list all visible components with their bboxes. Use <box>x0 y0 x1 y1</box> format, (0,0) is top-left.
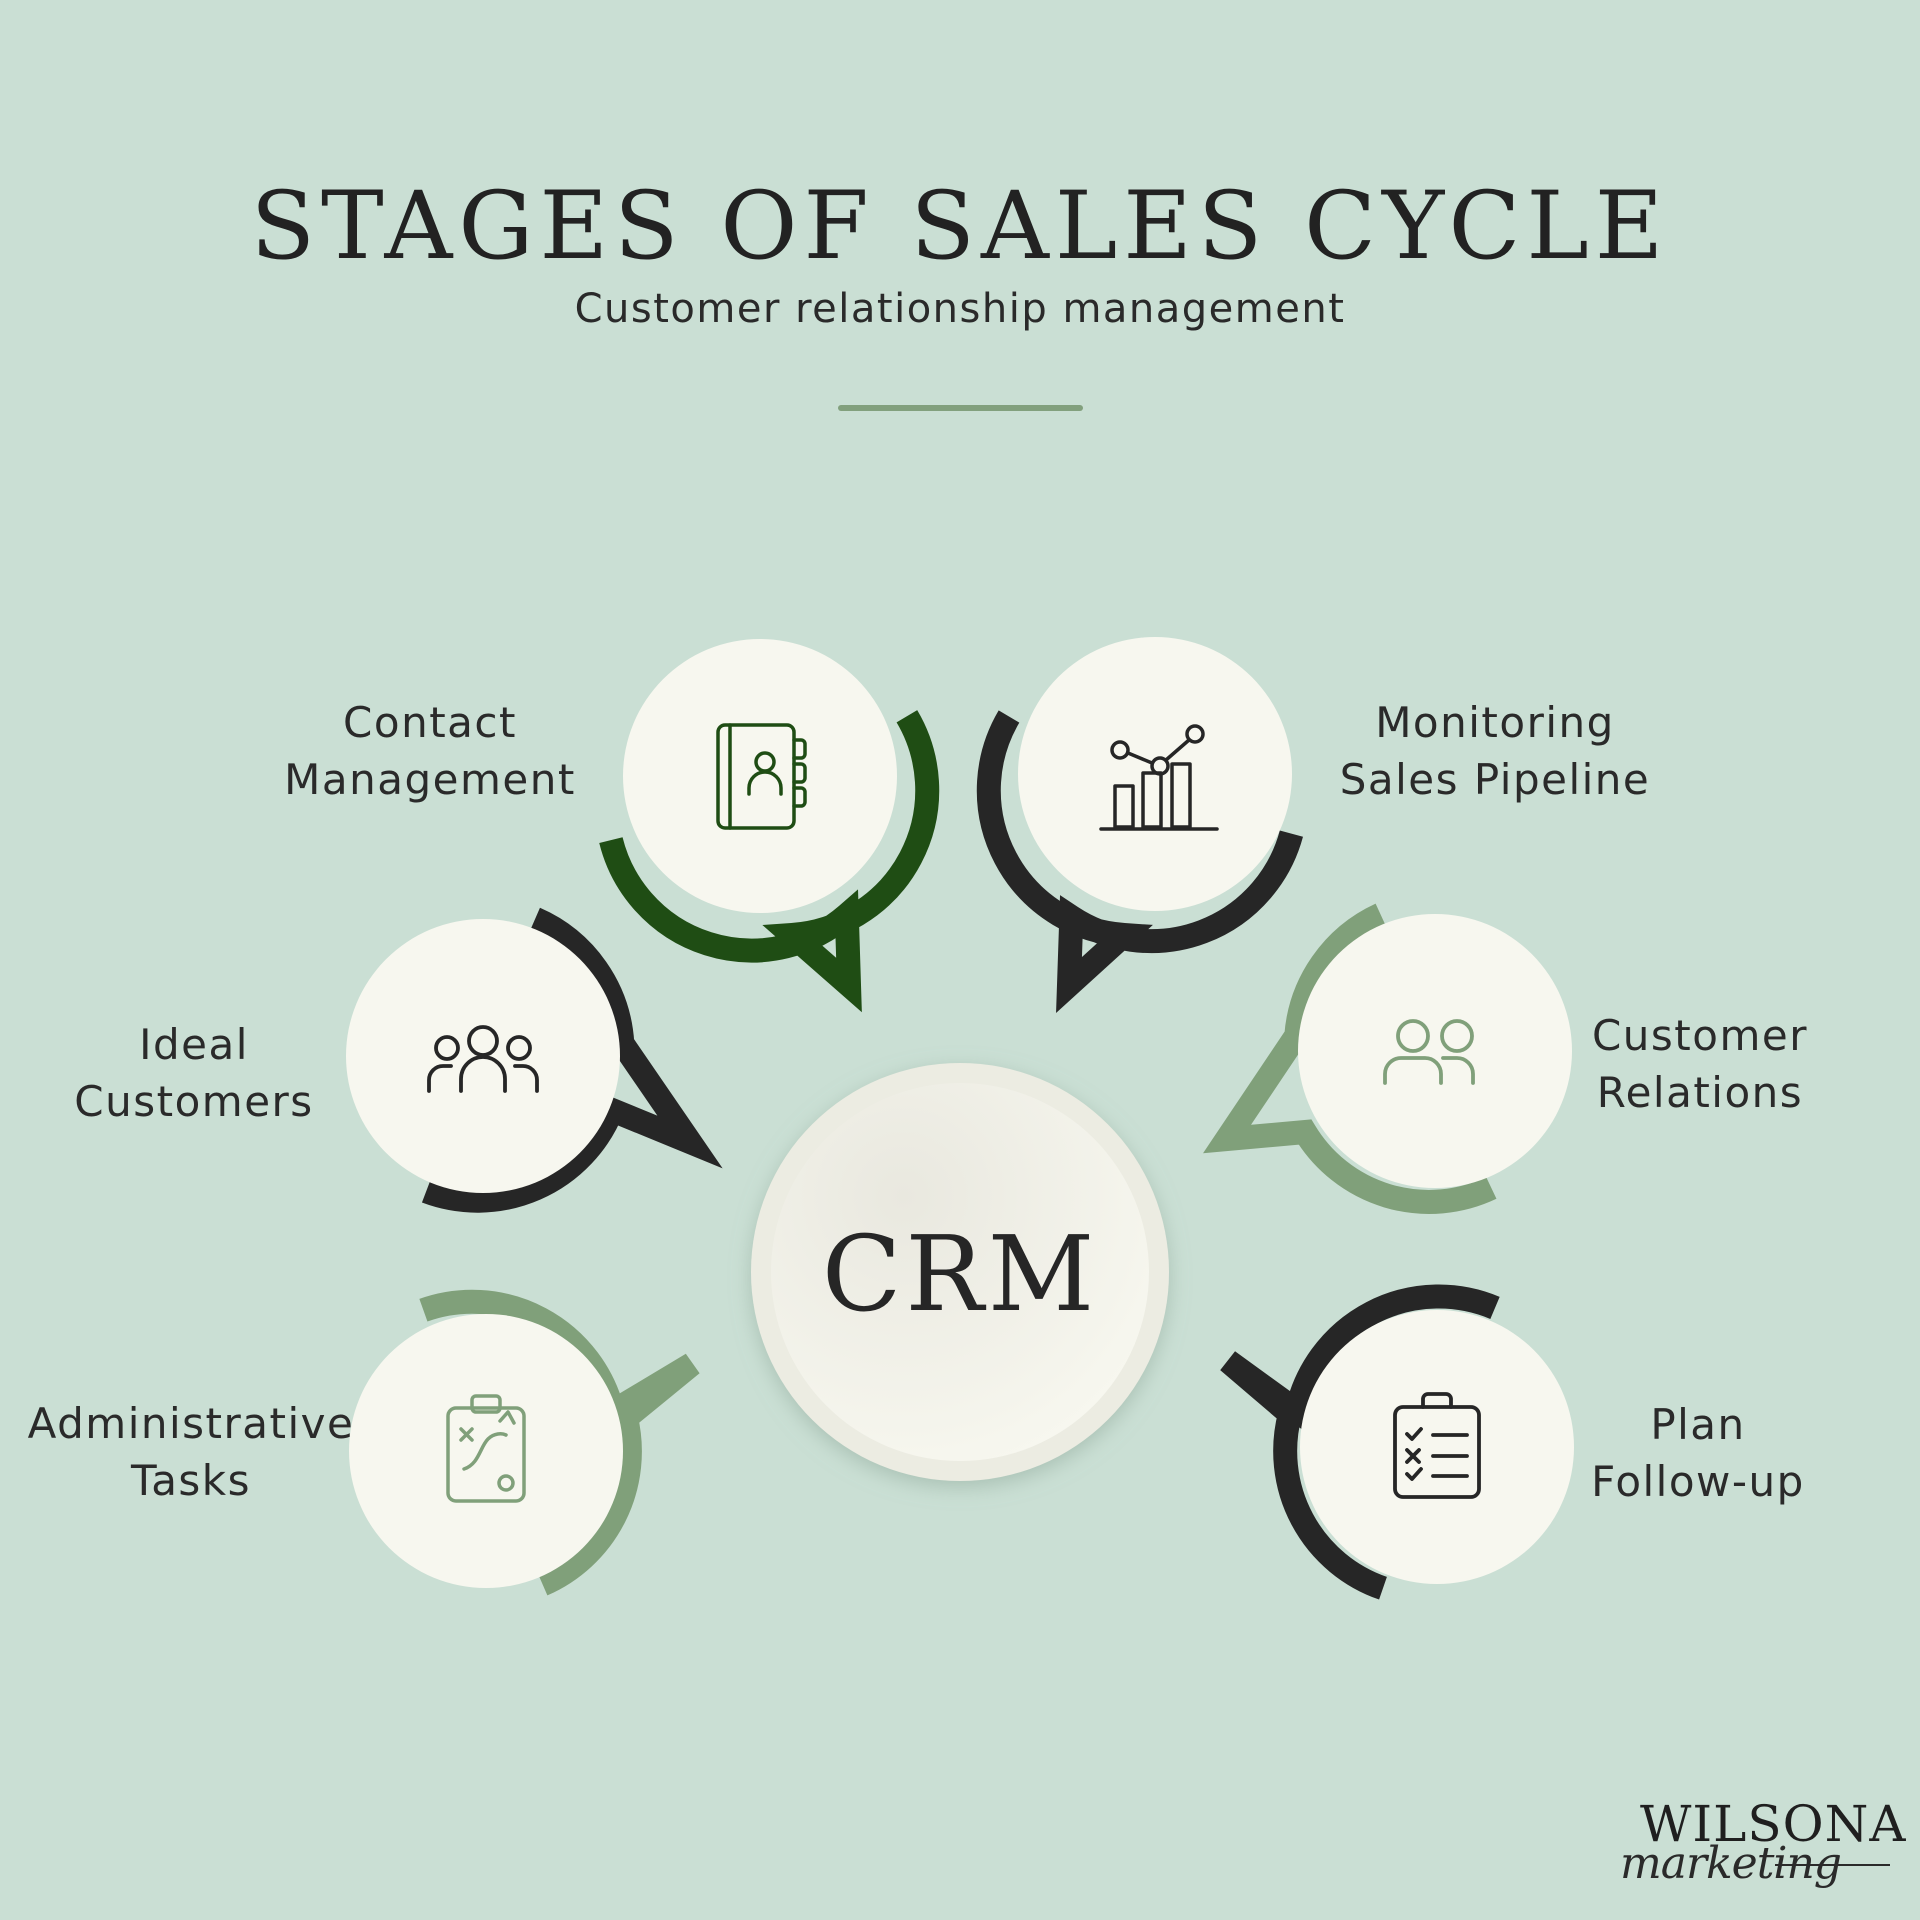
stage-plan-follow-up <box>1220 1284 1574 1600</box>
stage-circle <box>1298 914 1572 1188</box>
stage-circle <box>349 1314 623 1588</box>
checklist-clipboard-icon <box>1393 1392 1481 1499</box>
address-book-icon <box>716 723 807 830</box>
stage-administrative-tasks <box>349 1289 700 1596</box>
page-subtitle: Customer relationship management <box>574 286 1346 332</box>
crm-label: CRM <box>822 1213 1098 1335</box>
stage-ring <box>1220 1284 1500 1600</box>
stage-ring <box>976 710 1303 1013</box>
page-title: STAGES OF SALES CYCLE <box>250 172 1670 281</box>
strategy-clipboard-icon <box>446 1394 526 1503</box>
stage-ideal-customers <box>346 907 723 1213</box>
people-group-icon <box>427 1025 539 1093</box>
logo-script: marketing <box>1620 1838 1842 1889</box>
title-divider <box>838 405 1083 411</box>
line-bar-chart-icon <box>1099 724 1219 831</box>
crm-center: CRM <box>751 1063 1169 1481</box>
logo-word: WILSONA <box>1640 1795 1907 1853</box>
two-people-icon <box>1383 1019 1475 1085</box>
crm-inner-circle <box>771 1083 1149 1461</box>
wilsona-logo: WILSONA marketing <box>1615 1790 1905 1900</box>
stage-contact-management <box>599 639 940 1013</box>
stage-ring <box>1203 903 1497 1214</box>
stage-ring <box>421 907 723 1213</box>
stage-monitoring-sales-pipeline <box>976 637 1303 1013</box>
stage-customer-relations <box>1203 903 1572 1214</box>
stage-circle <box>1300 1310 1574 1584</box>
stage-circle <box>623 639 897 913</box>
logo-underline <box>1775 1864 1890 1866</box>
stage-ring <box>599 710 940 1013</box>
